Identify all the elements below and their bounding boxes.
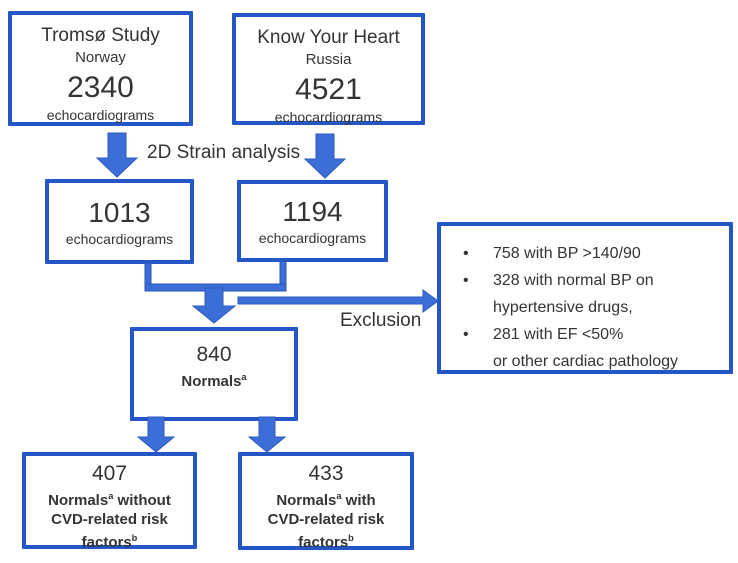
study-title: Know Your Heart <box>257 27 400 48</box>
bullet-icon: • <box>463 245 469 262</box>
study-country: Russia <box>305 51 352 68</box>
exclusion-item-drugs: • 328 with normal BP on hypertensive dru… <box>455 267 721 321</box>
superscript-b: b <box>348 533 354 543</box>
normals-label: Normalsa <box>181 372 247 390</box>
superscript-a: a <box>108 491 114 501</box>
group-label-line2: CVD-related risk <box>51 511 168 528</box>
echo-unit: echocardiograms <box>258 230 367 246</box>
down-arrow-without-risk <box>136 416 176 453</box>
bullet-icon: • <box>463 326 469 343</box>
down-arrow-tromso <box>95 132 139 178</box>
group-label-line3: factorsb <box>298 533 354 551</box>
group-label-line1: Normalsa with <box>276 491 376 509</box>
echo-count: 1194 <box>282 196 343 227</box>
group-count: 433 <box>308 462 344 485</box>
group-label-line1: Normalsa without <box>48 491 171 509</box>
exclusion-item-ef: • 281 with EF <50% or other cardiac path… <box>455 321 721 375</box>
node-exclusion-criteria: • 758 with BP >140/90 • 328 with normal … <box>437 222 733 374</box>
echo-unit: echocardiograms <box>65 230 174 247</box>
echo-count: 4521 <box>295 73 362 106</box>
study-title: Tromsø Study <box>41 25 160 46</box>
connector-horizontal-bar <box>144 283 287 292</box>
node-normals-without-risk: 407 Normalsa without CVD-related risk fa… <box>22 452 197 551</box>
echo-count: 2340 <box>67 71 134 104</box>
group-count: 407 <box>91 462 128 485</box>
node-tromso-study: Tromsø Study Norway 2340 echocardiograms <box>8 11 193 126</box>
echo-unit: echocardiograms <box>274 109 383 125</box>
bullet-icon: • <box>463 272 469 289</box>
exclusion-label: Exclusion <box>340 310 422 331</box>
echo-count: 1013 <box>88 196 151 228</box>
superscript-a: a <box>241 372 247 382</box>
node-normals-with-risk: 433 Normalsa with CVD-related risk facto… <box>238 452 414 551</box>
normals-count: 840 <box>196 343 232 366</box>
exclusion-item-bp: • 758 with BP >140/90 <box>455 240 721 267</box>
node-normals: 840 Normalsa <box>130 327 298 421</box>
superscript-b: b <box>131 533 138 543</box>
exclusion-list: • 758 with BP >140/90 • 328 with normal … <box>455 240 721 375</box>
connector-left-stub <box>144 262 152 291</box>
down-arrow-with-risk <box>247 416 287 453</box>
down-arrow-merge <box>191 287 237 324</box>
exclusion-text: 281 with EF <50% or other cardiac pathol… <box>493 326 678 370</box>
exclusion-text: 758 with BP >140/90 <box>493 245 641 262</box>
exclusion-text: 328 with normal BP on hypertensive drugs… <box>493 272 654 316</box>
superscript-a: a <box>336 491 342 501</box>
connector-right-stub <box>279 260 287 291</box>
node-kyh-strain-count: 1194 echocardiograms <box>237 180 388 262</box>
study-country: Norway <box>75 49 126 66</box>
down-arrow-kyh <box>303 133 347 179</box>
strain-analysis-label: 2D Strain analysis <box>147 142 301 163</box>
node-know-your-heart: Know Your Heart Russia 4521 echocardiogr… <box>232 13 425 125</box>
group-label-line2: CVD-related risk <box>267 511 385 528</box>
node-tromso-strain-count: 1013 echocardiograms <box>45 179 194 264</box>
echo-unit: echocardiograms <box>46 107 155 123</box>
group-label-line3: factorsb <box>81 533 138 551</box>
